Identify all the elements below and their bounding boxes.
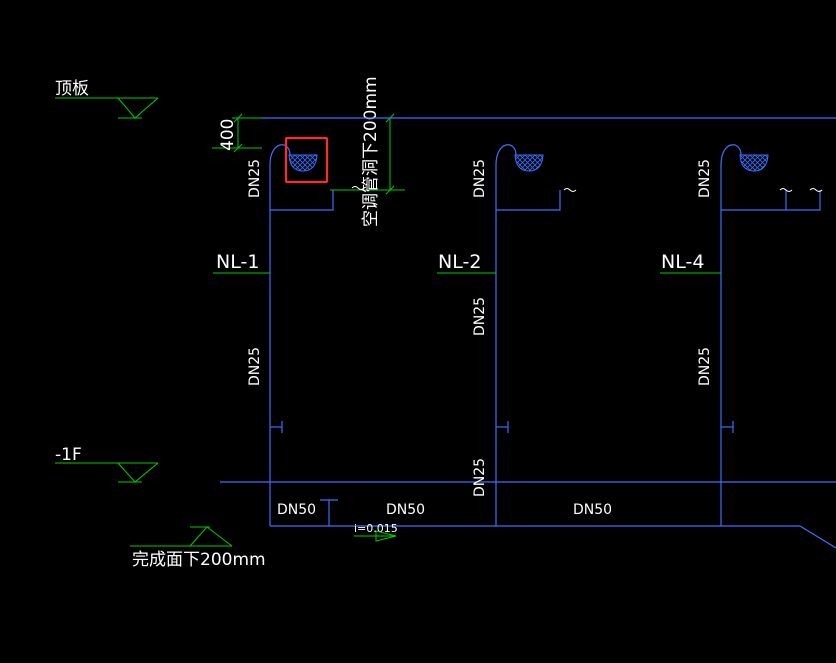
ac-hole-note: 空调管洞下200mm — [361, 76, 381, 227]
nl1-size-mid: DN25 — [247, 347, 263, 386]
dimension-400 — [212, 113, 262, 153]
nl2-size-mid: DN25 — [472, 297, 488, 336]
nl2-size-low: DN25 — [472, 458, 488, 497]
riser-tag-nl4: NL-4 — [661, 251, 704, 273]
riser-tag-nl1: NL-1 — [216, 251, 259, 273]
nl1-size-top: DN25 — [247, 159, 263, 198]
main-size-1: DN50 — [277, 502, 316, 518]
roof-level-label: 顶板 — [55, 79, 89, 99]
finish-level-marker — [130, 526, 233, 547]
finish-level-label: 完成面下200mm — [132, 550, 266, 570]
dimension-400-label: 400 — [218, 119, 238, 151]
roof-level-marker — [55, 97, 159, 119]
selection-highlight[interactable] — [284, 136, 329, 184]
basement-level-marker — [55, 462, 159, 483]
main-size-2: DN50 — [386, 502, 425, 518]
nl4-size-top: DN25 — [697, 159, 713, 198]
pipe-end-marks — [351, 186, 823, 192]
main-size-3: DN50 — [573, 502, 612, 518]
pipe-network — [220, 117, 836, 549]
slope-label: i=0.015 — [354, 522, 398, 535]
trap-icon — [288, 154, 769, 172]
riser-tag-nl2: NL-2 — [438, 251, 481, 273]
slope-arrow-icon — [354, 530, 397, 542]
nl2-size-top: DN25 — [472, 159, 488, 198]
basement-level-label: -1F — [55, 445, 82, 465]
nl4-size-mid: DN25 — [697, 347, 713, 386]
